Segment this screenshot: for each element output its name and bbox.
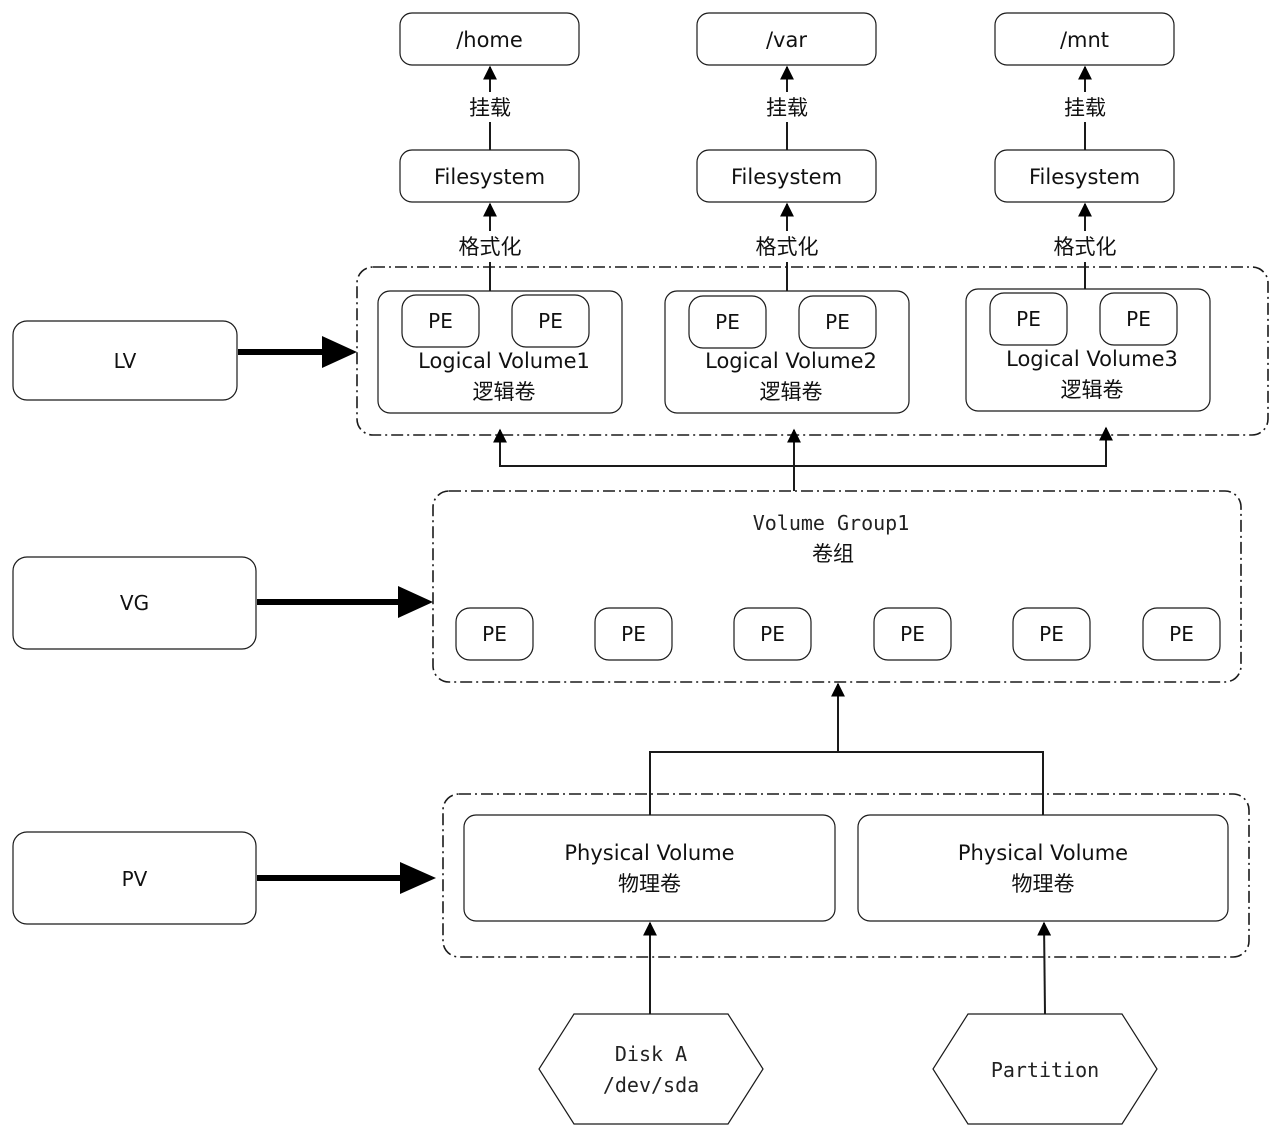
- vg-group-boundary: [432, 490, 1242, 683]
- logical-volume-sub: 逻辑卷: [760, 380, 823, 404]
- mount-label: 挂载: [766, 96, 808, 120]
- physical-volume-name: Physical Volume: [958, 841, 1128, 865]
- mount-label: 挂载: [1064, 96, 1106, 120]
- vg-pointer-arrowhead: [398, 586, 433, 618]
- pe-label: PE: [1169, 622, 1194, 646]
- volume-group-name: Volume Group1: [753, 511, 910, 535]
- disk-device: /dev/sda: [603, 1073, 699, 1097]
- filesystem-label: Filesystem: [434, 165, 545, 189]
- pv-to-vg-connectors: [649, 682, 1044, 815]
- pe-box: [511, 294, 590, 348]
- pe-label: PE: [538, 309, 563, 333]
- pe-label: PE: [1039, 622, 1064, 646]
- format-label: 格式化: [1054, 235, 1117, 259]
- pe-box: [455, 607, 534, 661]
- lv-label-box: [12, 320, 238, 401]
- mount-label: 挂载: [469, 96, 511, 120]
- vg-to-lv-connectors: [493, 426, 1113, 491]
- logical-volume-name: Logical Volume2: [705, 349, 877, 373]
- arrow-to-lv3: [794, 426, 1113, 467]
- mount-column-1: /home 挂载 Filesystem 格式化: [399, 12, 580, 291]
- volume-group-sub: 卷组: [812, 542, 854, 566]
- pv-group-boundary: [442, 793, 1250, 958]
- mount-point-mnt: [994, 12, 1175, 66]
- pe-label: PE: [428, 309, 453, 333]
- vg-pe-row: PE PE PE PE PE PE: [455, 607, 1221, 661]
- logical-volume-name: Logical Volume3: [1006, 347, 1178, 371]
- filesystem-box: [399, 149, 580, 203]
- partition-hexagon: [932, 1013, 1158, 1125]
- logical-volume-1: PE PE Logical Volume1 逻辑卷: [377, 290, 623, 414]
- pe-label: PE: [715, 310, 740, 334]
- pe-box: [989, 292, 1068, 346]
- pe-box: [873, 607, 952, 661]
- format-label: 格式化: [459, 235, 522, 259]
- physical-volume-sub: 物理卷: [618, 872, 681, 896]
- logical-volume-2: PE PE Logical Volume2 逻辑卷: [664, 290, 910, 414]
- logical-volume-sub: 逻辑卷: [1061, 378, 1124, 402]
- disk-name: Disk A: [615, 1042, 687, 1066]
- pe-label: PE: [621, 622, 646, 646]
- arrow-to-lv1: [493, 428, 795, 491]
- pe-box: [594, 607, 673, 661]
- logical-volume-3: PE PE Logical Volume3 逻辑卷: [965, 288, 1211, 412]
- partition-name: Partition: [991, 1058, 1099, 1082]
- mount-point-label: /mnt: [1060, 28, 1109, 52]
- mount-column-3: /mnt 挂载 Filesystem 格式化: [994, 12, 1175, 289]
- format-label: 格式化: [756, 235, 819, 259]
- partition-source: Partition: [932, 1013, 1158, 1125]
- pv-label: PV: [122, 867, 148, 891]
- pe-box: [733, 607, 812, 661]
- mount-point-home: [399, 12, 580, 66]
- pv-join-line: [649, 751, 1044, 815]
- mount-point-label: /home: [456, 28, 523, 52]
- filesystem-box: [696, 149, 877, 203]
- physical-volume-sub: 物理卷: [1012, 872, 1075, 896]
- physical-volume-1: Physical Volume 物理卷: [463, 814, 836, 922]
- filesystem-box: [994, 149, 1175, 203]
- vg-label: VG: [120, 591, 149, 615]
- pe-label: PE: [482, 622, 507, 646]
- filesystem-label: Filesystem: [1029, 165, 1140, 189]
- pe-label: PE: [1016, 307, 1041, 331]
- disk-hexagon: [538, 1013, 764, 1125]
- mount-column-2: /var 挂载 Filesystem 格式化: [696, 12, 877, 291]
- pe-box: [1099, 292, 1178, 346]
- vg-label-box: [12, 556, 257, 650]
- pe-label: PE: [760, 622, 785, 646]
- pe-box: [1142, 607, 1221, 661]
- pe-box: [1012, 607, 1091, 661]
- mount-point-var: [696, 12, 877, 66]
- lv-group-boundary: [356, 266, 1269, 436]
- pe-box: [798, 295, 877, 349]
- pe-label: PE: [900, 622, 925, 646]
- logical-volume-name: Logical Volume1: [418, 349, 590, 373]
- pv-pointer-arrowhead: [400, 862, 436, 894]
- lv-pointer-arrowhead: [322, 336, 357, 368]
- physical-volume-2: Physical Volume 物理卷: [857, 814, 1229, 922]
- mount-point-label: /var: [766, 28, 807, 52]
- pe-label: PE: [1126, 307, 1151, 331]
- pe-box: [401, 294, 480, 348]
- layer-label-vg: VG: [12, 556, 433, 650]
- physical-volume-name: Physical Volume: [564, 841, 734, 865]
- logical-volume-sub: 逻辑卷: [473, 380, 536, 404]
- physical-volume-box: [857, 814, 1229, 922]
- lv-label: LV: [114, 349, 137, 373]
- pe-box: [688, 295, 767, 349]
- disk-source: Disk A /dev/sda: [538, 1013, 764, 1125]
- pe-label: PE: [825, 310, 850, 334]
- pv-label-box: [12, 831, 257, 925]
- filesystem-label: Filesystem: [731, 165, 842, 189]
- layer-label-pv: PV: [12, 831, 436, 925]
- arrow-partition-to-pv: [1037, 921, 1052, 1015]
- physical-volume-box: [463, 814, 836, 922]
- layer-label-lv: LV: [12, 320, 357, 401]
